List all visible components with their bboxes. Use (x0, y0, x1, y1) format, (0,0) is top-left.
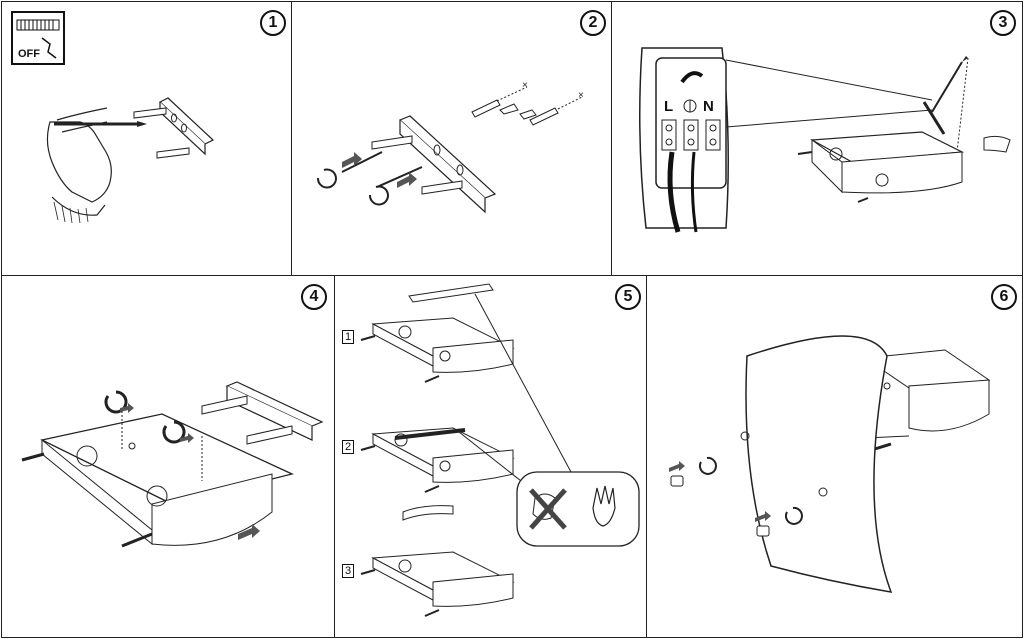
arrow-icon (342, 152, 362, 168)
step-2-panel: 2 × × (291, 1, 612, 276)
lamp-base (371, 551, 515, 607)
end-cap-icon (756, 525, 770, 537)
arrow-icon (669, 461, 685, 472)
sub-step-3: 3 (342, 564, 354, 578)
screw-icon (341, 151, 383, 173)
ring-icon (316, 168, 337, 189)
step-3-panel: 3 (611, 1, 1023, 276)
step-4-number: 4 (301, 284, 327, 310)
step-4-panel: 4 (1, 275, 335, 638)
step-3-number: 3 (990, 10, 1016, 36)
sub-step-1: 1 (342, 330, 354, 344)
ring-icon (368, 185, 389, 206)
step-2-number: 2 (580, 10, 606, 36)
glove-icon (592, 485, 616, 527)
arrow-icon (238, 524, 260, 540)
step-6-number: 6 (991, 284, 1017, 310)
hand-icon (46, 121, 112, 203)
warning-callout (516, 471, 640, 547)
mounting-bracket (225, 381, 324, 427)
screwdriver-icon (931, 61, 963, 113)
ring-icon (784, 506, 803, 525)
step-1-illustration (11, 11, 215, 224)
step-1-number: 1 (260, 10, 286, 36)
step-3-illustration (639, 47, 1011, 233)
step-2-illustration: × × (316, 80, 584, 214)
terminal-n-label: N (703, 98, 714, 115)
off-label: OFF (18, 48, 40, 60)
screw-icon (376, 166, 423, 188)
step-6-illustration (669, 335, 991, 593)
end-cap-icon (670, 475, 684, 487)
arrow-icon (755, 511, 771, 522)
step-6-panel: 6 (646, 275, 1023, 638)
lamp-base (371, 317, 515, 373)
lamp-shade (745, 335, 893, 593)
lamp-base (371, 427, 515, 483)
step-4-illustration (21, 381, 324, 548)
mounting-bracket (398, 115, 497, 199)
arrow-icon (397, 172, 417, 188)
glove-icon (983, 135, 1011, 153)
ring-icon (162, 420, 186, 444)
step-5-panel: 5 1 2 3 (334, 275, 647, 638)
terminal-l-label: L (664, 98, 674, 115)
wall-plug-icon (529, 107, 559, 126)
svg-text:×: × (578, 90, 584, 101)
lamp-tube (402, 505, 454, 521)
wall-plug-icon (471, 99, 501, 118)
svg-text:×: × (522, 80, 528, 91)
sub-step-2: 2 (342, 440, 354, 454)
step-1-panel: 1 (1, 1, 292, 276)
lamp-base (40, 413, 294, 505)
ring-icon (698, 456, 717, 475)
lamp-tube (408, 283, 494, 303)
step-5-number: 5 (615, 284, 641, 310)
step-5-illustration (360, 283, 640, 617)
